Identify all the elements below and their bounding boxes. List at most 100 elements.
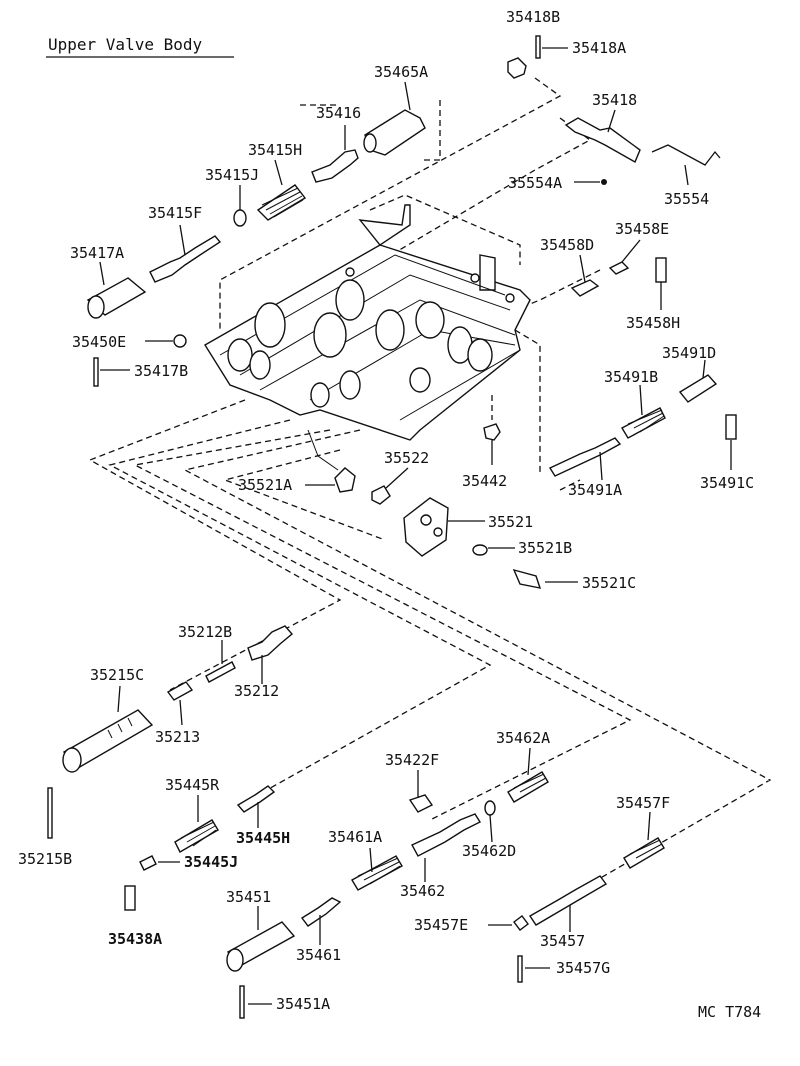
- label-35457G: 35457G: [556, 959, 610, 977]
- leader-35554: [684, 164, 689, 186]
- part-35554: [651, 144, 721, 166]
- part-35438A: [124, 885, 136, 911]
- label-35491C: 35491C: [700, 474, 754, 492]
- label-35554: 35554: [664, 190, 709, 208]
- label-35457F: 35457F: [616, 794, 670, 812]
- label-35417A: 35417A: [70, 244, 124, 262]
- label-35458H: 35458H: [626, 314, 680, 332]
- part-35491C: [725, 414, 737, 440]
- label-35451A: 35451A: [276, 995, 330, 1013]
- part-35521C: [512, 568, 578, 589]
- part-35491B: [621, 384, 666, 439]
- part-35457: [529, 875, 608, 932]
- part-35445J: [139, 855, 157, 871]
- label-35462A: 35462A: [496, 729, 550, 747]
- label-35212: 35212: [234, 682, 279, 700]
- part-35450E: [173, 334, 187, 348]
- part-35462A: [507, 747, 549, 803]
- part-35445R: [174, 795, 219, 853]
- label-35462: 35462: [400, 882, 445, 900]
- label-35457: 35457: [540, 932, 585, 950]
- label-35554A: 35554A: [508, 174, 562, 192]
- part-35415F: [149, 224, 222, 283]
- label-35521B: 35521B: [518, 539, 572, 557]
- label-35462D: 35462D: [462, 842, 516, 860]
- label-35451: 35451: [226, 888, 271, 906]
- leader-35213: [179, 699, 183, 726]
- label-35521A: 35521A: [238, 476, 292, 494]
- label-35522: 35522: [384, 449, 429, 467]
- guide-lines: [88, 77, 772, 911]
- label-35415J: 35415J: [205, 166, 259, 184]
- label-35461A: 35461A: [328, 828, 382, 846]
- part-35458H: [655, 257, 667, 283]
- part-35212: [247, 625, 293, 684]
- label-35215C: 35215C: [90, 666, 144, 684]
- label-35445J: 35445J: [184, 853, 238, 871]
- part-35418A: [535, 35, 541, 59]
- label-35418B: 35418B: [506, 8, 560, 26]
- part-35458E: [608, 261, 630, 275]
- part-35442: [483, 423, 501, 441]
- label-35422F: 35422F: [385, 751, 439, 769]
- part-35457G: [517, 955, 523, 983]
- label-35491B: 35491B: [604, 368, 658, 386]
- leader-35491D: [702, 359, 706, 379]
- part-35215B: [47, 787, 53, 839]
- leader-35458E: [621, 239, 641, 263]
- label-35415H: 35415H: [248, 141, 302, 159]
- part-35457F: [623, 811, 665, 869]
- part-35458D: [570, 279, 600, 297]
- diagram-title: Upper Valve Body: [48, 35, 202, 54]
- part-labels: 35418B 35418A 35465A 35418 35416 35415H …: [18, 8, 761, 1021]
- label-35491D: 35491D: [662, 344, 716, 362]
- part-35451A: [239, 985, 245, 1019]
- label-35215B: 35215B: [18, 850, 72, 868]
- part-35461A: [351, 847, 403, 891]
- leader-35462D: [489, 814, 493, 843]
- label-35442: 35442: [462, 472, 507, 490]
- part-35491A: [548, 437, 622, 481]
- label-35450E: 35450E: [72, 333, 126, 351]
- label-35418: 35418: [592, 91, 637, 109]
- part-35521A: [305, 429, 356, 493]
- part-35491D: [678, 374, 718, 403]
- part-35415J: [233, 209, 247, 227]
- label-35417B: 35417B: [134, 362, 188, 380]
- label-35521C: 35521C: [582, 574, 636, 592]
- label-35491A: 35491A: [568, 481, 622, 499]
- label-35438A: 35438A: [108, 930, 162, 948]
- part-35462: [411, 813, 482, 882]
- label-35458D: 35458D: [540, 236, 594, 254]
- upper-valve-body: [204, 204, 531, 441]
- part-35554A: [601, 179, 607, 185]
- label-35521: 35521: [488, 513, 533, 531]
- part-35445H: [236, 785, 276, 828]
- part-35465A: [363, 81, 426, 156]
- label-35445R: 35445R: [165, 776, 220, 794]
- label-35457E: 35457E: [414, 916, 468, 934]
- part-35418: [564, 109, 641, 163]
- part-35521B: [472, 544, 488, 556]
- part-35212B: [205, 640, 236, 683]
- label-35213: 35213: [155, 728, 200, 746]
- label-35445H: 35445H: [236, 829, 290, 847]
- part-35451: [226, 906, 296, 972]
- part-35418B: [507, 57, 527, 79]
- part-35215C: [62, 685, 154, 773]
- label-35461: 35461: [296, 946, 341, 964]
- part-35415H: [256, 159, 307, 221]
- leader-35458D: [579, 254, 586, 283]
- part-35461: [300, 897, 342, 945]
- diagram-code: MC T784: [698, 1003, 761, 1021]
- label-35415F: 35415F: [148, 204, 202, 222]
- leader-35522: [385, 467, 409, 489]
- label-35212B: 35212B: [178, 623, 232, 641]
- part-35457E: [513, 915, 529, 931]
- part-35521: [403, 497, 485, 557]
- label-35458E: 35458E: [615, 220, 669, 238]
- part-35422F: [408, 770, 434, 813]
- part-35462D: [484, 800, 496, 816]
